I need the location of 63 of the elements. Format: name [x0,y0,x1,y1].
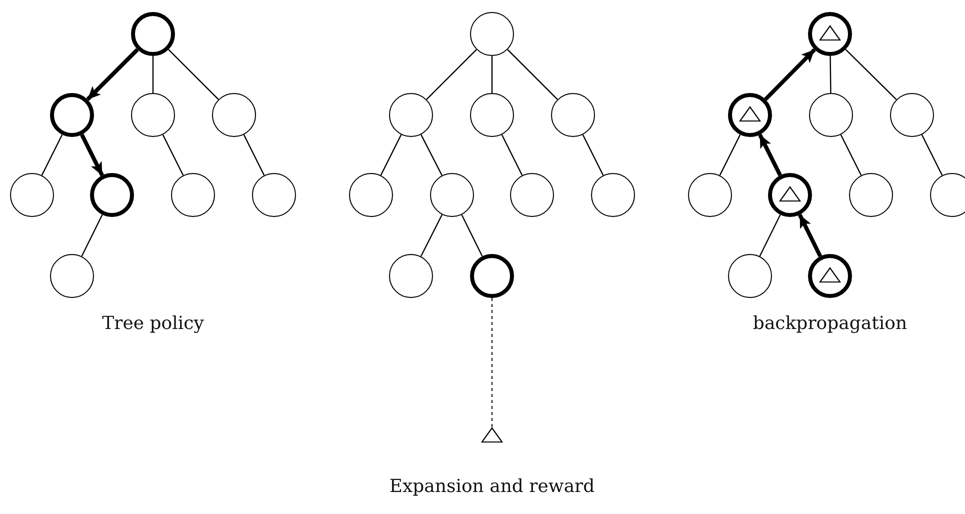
tree-node-circle [808,254,852,298]
tree-edge [426,49,477,100]
caption: Expansion and reward [389,476,595,498]
tree-node-circle [50,254,94,298]
tree-node-circle [808,12,852,56]
tree-node-circle [50,93,94,137]
tree-edge [41,134,63,176]
tree-node-circle [389,254,433,298]
tree-node-circle [470,12,514,56]
tree-node-circle [349,173,393,217]
tree-edge [840,134,862,176]
tree-node-circle [728,254,772,298]
tree-node-circle [389,93,433,137]
reward-triangle [820,26,840,40]
reward-triangle [482,428,502,442]
tree-node-circle [430,173,474,217]
arrow [798,214,822,258]
tree-edge [162,134,184,176]
tree-edge [582,134,604,176]
tree-node-circle [252,173,296,217]
tree-node-circle [470,254,514,298]
arrow [80,134,104,176]
tree-edge [759,214,781,257]
arrow [758,134,782,176]
tree-edge [507,49,558,100]
reward-triangle [820,268,840,282]
tree-node-circle [890,93,934,137]
reward-triangle [780,187,800,201]
tree-node-circle [131,12,175,56]
tree-edge [461,214,483,257]
tree-node-circle [510,173,554,217]
tree-edge [420,134,442,176]
tree-node-circle [131,93,175,137]
arrow [86,48,139,101]
tree-node-circle [470,93,514,137]
reward-triangle [740,107,760,121]
tree-node-circle [551,93,595,137]
tree-node-circle [171,173,215,217]
tree-edge [719,134,741,176]
tree-edge [81,214,103,257]
tree-node-circle [90,173,134,217]
tree-edge [380,134,402,176]
tree-edge [168,49,219,100]
arrow [764,48,816,101]
caption: backpropagation [752,313,908,335]
tree-node-circle [10,173,54,217]
tree-edge [152,56,154,93]
tree-edge [845,49,897,100]
tree-edge [420,214,443,257]
tree-node-circle [849,173,893,217]
tree-node-circle [688,173,732,217]
tree-edge [921,134,943,176]
caption: Tree policy [102,313,204,335]
tree-edge [501,134,523,176]
tree-edge [830,56,832,93]
tree-node-circle [809,93,853,137]
tree-edge [491,56,493,93]
tree-node-circle [212,93,256,137]
tree-edge [243,134,265,176]
tree-node-circle [591,173,635,217]
tree-node-circle [930,173,965,217]
tree-node-circle [768,173,812,217]
tree-node-circle [728,93,772,137]
